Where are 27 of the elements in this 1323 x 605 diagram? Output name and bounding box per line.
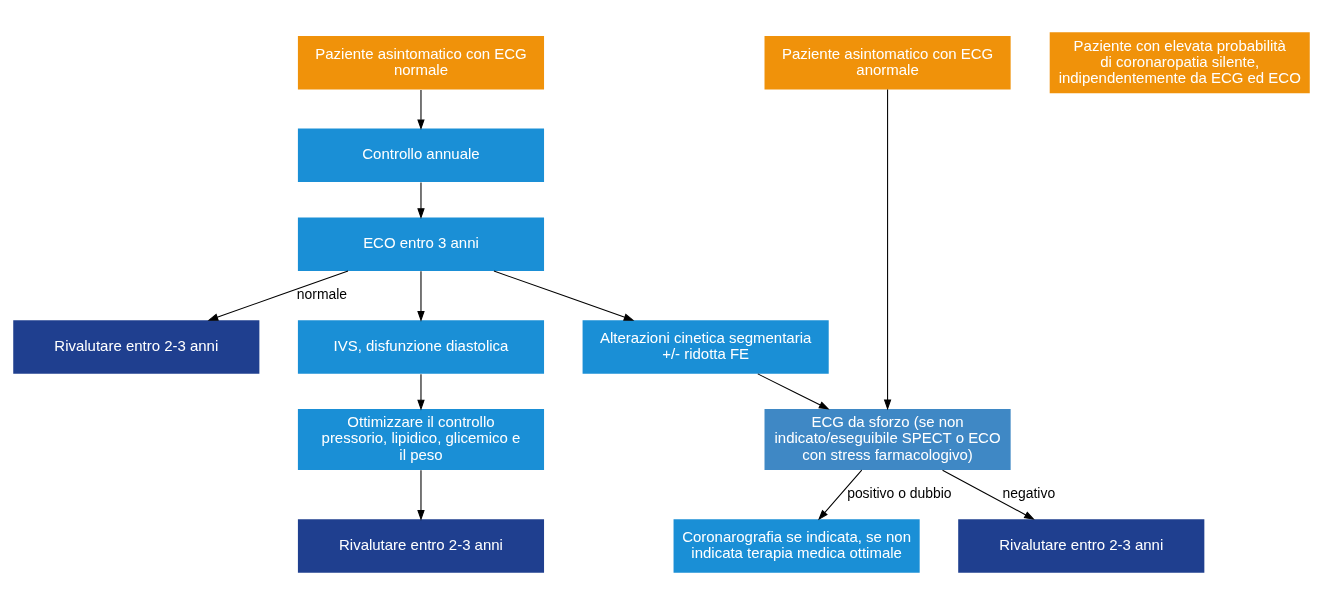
arrow — [883, 89, 892, 411]
arrow — [207, 270, 349, 321]
node-box: Paziente asintomatico con ECG anormale — [764, 36, 1011, 90]
node-box: Controllo annuale — [297, 128, 545, 183]
arrow — [757, 373, 830, 410]
node-box: Paziente asintomatico con ECG normale — [297, 36, 545, 90]
arrow — [417, 89, 425, 131]
arrow — [818, 469, 863, 521]
node-box: Coronarografia se indicata, se non indicata terapia medica ottimale — [673, 519, 920, 573]
arrow — [417, 469, 425, 521]
arrow — [942, 469, 1035, 520]
node-box: Alterazioni cinetica segmentaria +/- ridotta FE — [582, 320, 829, 374]
node-box: Ottimizzare il controllo pressorio, lipidico, glicemico e il peso — [297, 409, 545, 470]
edge-label: negativo — [1002, 485, 1056, 502]
node-box: IVS, disfunzione diastolica — [297, 320, 545, 374]
node-box: Rivalutare entro 2-3 anni — [13, 320, 260, 374]
node-box: ECO entro 3 anni — [297, 217, 545, 271]
arrow — [493, 270, 635, 321]
edge-label: positivo o dubbio — [847, 485, 952, 502]
arrow — [417, 373, 425, 411]
arrow — [417, 181, 425, 220]
node-box: ECG da sforzo (se non indicato/eseguibile SPECT o ECO con stress farmacologivo) — [764, 409, 1011, 470]
arrow — [417, 270, 425, 322]
edge-label: normale — [296, 286, 348, 303]
node-box: Rivalutare entro 2-3 anni — [297, 519, 545, 573]
node-box: Rivalutare entro 2-3 anni — [958, 519, 1205, 573]
node-box: Paziente con elevata probabilità di coronaropatia silente, indipendentemente da ECG ed ECO — [1049, 32, 1310, 94]
